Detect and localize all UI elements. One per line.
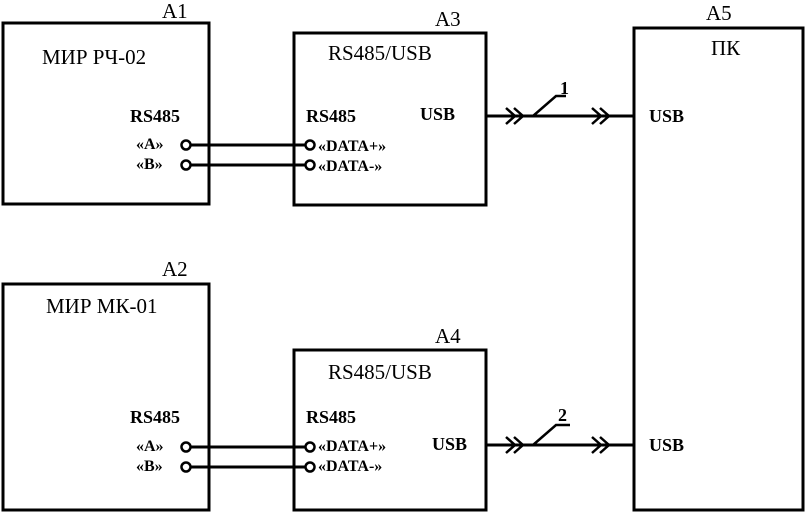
block-a5-title: ПК [711, 36, 741, 60]
block-a1-title: МИР РЧ-02 [42, 45, 146, 69]
terminal-a2-a [180, 441, 192, 453]
terminal-a1-b [180, 159, 192, 171]
block-a5-frame [632, 26, 805, 512]
block-a2-port-label: RS485 [130, 407, 180, 427]
block-a3-title: RS485/USB [328, 41, 432, 65]
block-a4-designator: A4 [435, 324, 461, 348]
block-a3-port-out-label: USB [420, 104, 455, 124]
terminal-a3-data-plus [304, 139, 316, 151]
cable-1-connector-right-2 [599, 107, 611, 125]
wires-a1-a3 [180, 139, 316, 171]
block-a1-frame [1, 21, 211, 206]
block-a3-designator: A3 [435, 7, 461, 31]
terminal-a4-data-plus [304, 441, 316, 453]
block-a5-designator: A5 [706, 1, 732, 25]
wires-a2-a4 [180, 441, 316, 473]
block-a3: A3 RS485/USB RS485 «DATA+» «DATA-» USB [292, 7, 488, 207]
cable-2-leader [532, 423, 570, 446]
cable-2-connector-right-2 [599, 436, 611, 454]
block-a5-port-bottom-label: USB [649, 435, 684, 455]
block-a1-port-label: RS485 [130, 106, 180, 126]
cable-1-connector-right-1 [591, 107, 603, 125]
cable-1-number: 1 [560, 78, 569, 98]
block-a1: A1 МИР РЧ-02 RS485 «A» «B» [1, 0, 211, 206]
block-a4-port-in-label: RS485 [306, 407, 356, 427]
block-a2-designator: A2 [162, 257, 188, 281]
terminal-a3-data-minus [304, 159, 316, 171]
cable-2-connector-right-1 [591, 436, 603, 454]
block-a2-pin-a-label: «A» [136, 438, 164, 455]
block-a4-pin-b-label: «DATA-» [318, 458, 382, 475]
cable-2-connector-left-1 [505, 436, 517, 454]
cable-2-connector-left-2 [513, 436, 525, 454]
block-a4-frame [292, 348, 488, 512]
block-a4-pin-a-label: «DATA+» [318, 438, 386, 455]
block-a1-pin-a-label: «A» [136, 136, 164, 153]
block-a4: A4 RS485/USB RS485 «DATA+» «DATA-» USB [292, 324, 488, 512]
block-a3-pin-a-label: «DATA+» [318, 138, 386, 155]
block-a3-frame [292, 31, 488, 207]
block-a4-port-out-label: USB [432, 434, 467, 454]
block-a2-pin-b-label: «B» [136, 458, 163, 475]
block-a4-title: RS485/USB [328, 360, 432, 384]
terminal-a4-data-minus [304, 461, 316, 473]
block-a3-port-in-label: RS485 [306, 106, 356, 126]
block-a5-port-top-label: USB [649, 106, 684, 126]
terminal-a2-b [180, 461, 192, 473]
cable-1-leader [532, 94, 566, 117]
block-a2-title: МИР МК-01 [46, 294, 157, 318]
cable-2: 2 [486, 405, 634, 454]
block-a1-designator: A1 [162, 0, 188, 23]
cable-1-connector-left-1 [505, 107, 517, 125]
terminal-a1-a [180, 139, 192, 151]
block-a2: A2 МИР МК-01 RS485 «A» «B» [1, 257, 211, 512]
block-a1-pin-b-label: «B» [136, 156, 163, 173]
block-a2-frame [1, 282, 211, 512]
block-a3-pin-b-label: «DATA-» [318, 158, 382, 175]
cable-1-connector-left-2 [513, 107, 525, 125]
block-a5: A5 ПК USB USB [632, 1, 805, 512]
cable-1: 1 [486, 78, 634, 125]
cable-2-number: 2 [558, 405, 567, 425]
